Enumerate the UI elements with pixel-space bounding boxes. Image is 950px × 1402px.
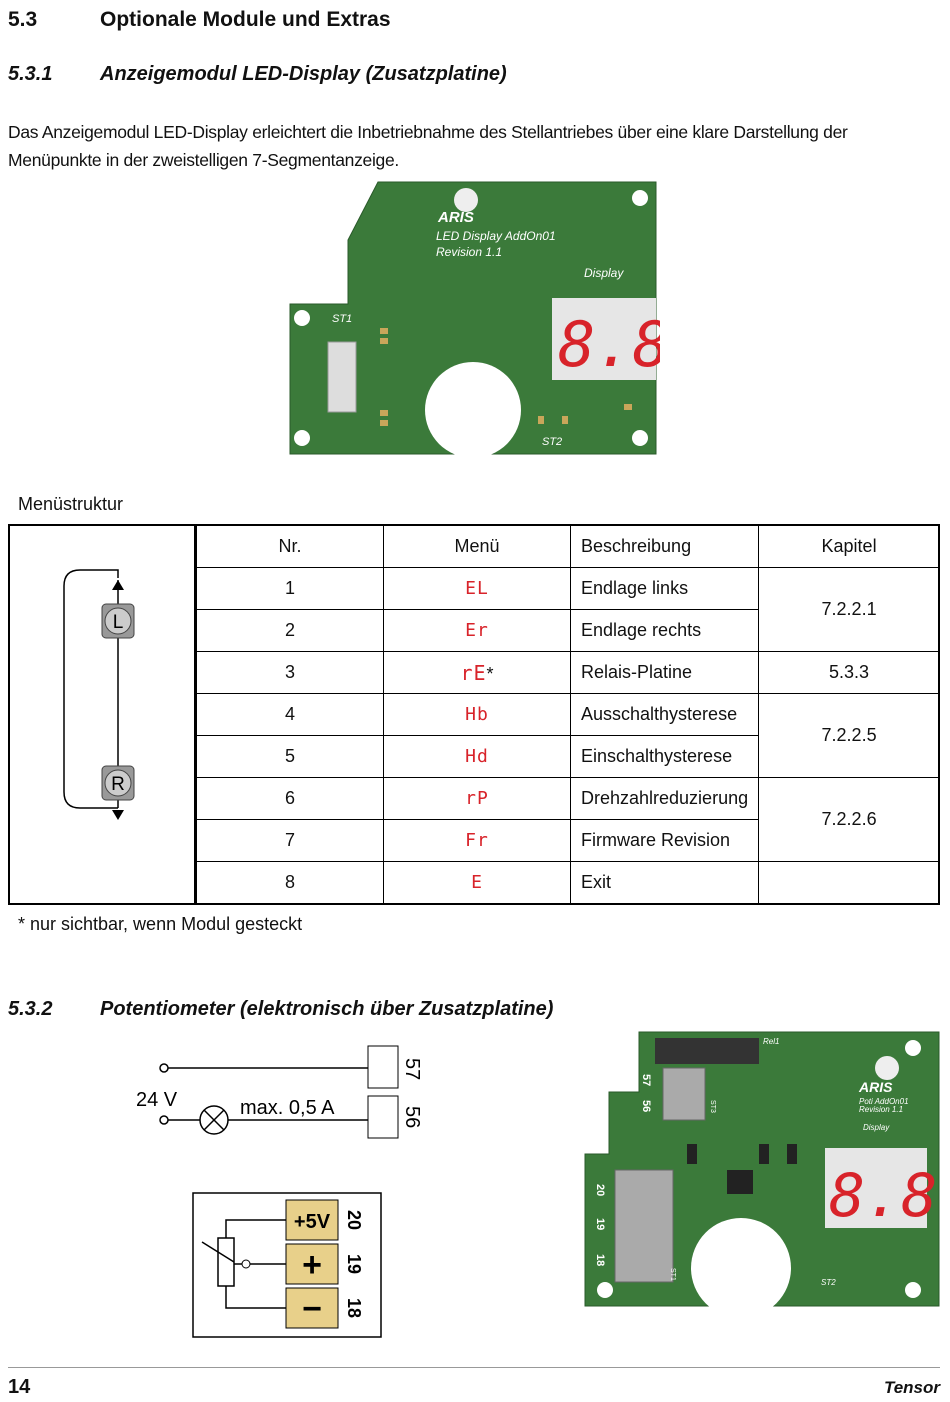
row-menu-code: Er xyxy=(383,609,571,652)
board2-t57: 57 xyxy=(640,1074,652,1086)
row-chapter: 7.2.2.6 xyxy=(758,777,940,862)
row-nr: 4 xyxy=(196,693,384,736)
row-chapter: 5.3.3 xyxy=(758,651,940,694)
table-header-row: Nr. Menü Beschreibung Kapitel xyxy=(196,525,940,568)
relay-wiring-diagram: 24 V max. 0,5 A 57 56 xyxy=(136,1045,423,1139)
row-description: Relais-Platine xyxy=(569,651,760,694)
row-menu-code: EL xyxy=(383,567,571,610)
row-description: Einschalthysterese xyxy=(569,735,760,778)
board2-st3: ST3 xyxy=(709,1100,716,1113)
button-navigation-diagram: L R xyxy=(63,569,135,820)
row-menu-code: Fr xyxy=(383,819,571,862)
board2-line2: Revision 1.1 xyxy=(859,1105,903,1114)
subsection-heading-2: 5.3.2 Potentiometer (elektronisch über Zu… xyxy=(8,998,553,1021)
terminal-plus: + xyxy=(302,1246,322,1284)
board-digits: 8.8. xyxy=(558,308,660,381)
row-description: Ausschalthysterese xyxy=(569,693,760,736)
menu-structure-caption: Menüstruktur xyxy=(18,494,124,514)
potentiometer-icon xyxy=(217,1237,235,1287)
board2-t20: 20 xyxy=(594,1184,606,1196)
row-nr: 3 xyxy=(196,651,384,694)
board-display-label: Display xyxy=(584,266,624,280)
board2-brand: ARIS xyxy=(858,1079,893,1095)
row-menu-code-cell: rE* xyxy=(383,651,571,694)
section-heading: 5.3 Optionale Module und Extras xyxy=(8,8,391,32)
table-row: 1 EL Endlage links 7.2.2.1 xyxy=(196,567,940,652)
row-menu-code: Hd xyxy=(383,735,571,778)
row-description: Exit xyxy=(569,861,760,904)
potentiometer-diagram: +5V + − 20 19 18 xyxy=(192,1192,382,1338)
subsection-title: Anzeigemodul LED-Display (Zusatzplatine) xyxy=(100,63,507,85)
row-description: Drehzahlreduzierung xyxy=(569,777,760,820)
terminal-20: 20 xyxy=(344,1210,364,1230)
subsection-title: Potentiometer (elektronisch über Zusatzp… xyxy=(100,998,554,1020)
poti-board-image: Rel1 ARIS Poti AddOn01 Revision 1.1 Disp… xyxy=(584,1031,941,1310)
table-row: 4 Hb Ausschalthysterese 7.2.2.5 xyxy=(196,693,940,778)
table-row: 7 Fr Firmware Revision xyxy=(196,819,940,862)
board2-rel: Rel1 xyxy=(763,1037,779,1046)
board-brand: ARIS xyxy=(437,209,474,226)
footnote: * nur sichtbar, wenn Modul gesteckt xyxy=(18,914,303,934)
board2-t18: 18 xyxy=(594,1254,606,1266)
row-nr: 1 xyxy=(196,567,384,610)
menu-table: Nr. Menü Beschreibung Kapitel 1 EL Endla… xyxy=(196,525,940,904)
row-nr: 6 xyxy=(196,777,384,820)
table-row: 6 rP Drehzahlreduzierung 7.2.2.6 xyxy=(196,777,940,862)
terminal-19: 19 xyxy=(344,1254,364,1274)
current-label: max. 0,5 A xyxy=(240,1097,335,1119)
row-nr: 5 xyxy=(196,735,384,778)
row-nr: 7 xyxy=(196,819,384,862)
left-button-label: L xyxy=(113,612,124,633)
section-number: 5.3 xyxy=(8,8,38,31)
right-button-label: R xyxy=(111,774,125,795)
board2-t19: 19 xyxy=(594,1218,606,1230)
table-row: 5 Hd Einschalthysterese xyxy=(196,735,940,778)
row-menu-code: Hb xyxy=(383,693,571,736)
row-description: Endlage rechts xyxy=(569,609,760,652)
terminal-56: 56 xyxy=(401,1106,423,1128)
footer-brand: Tensor xyxy=(883,1378,940,1397)
header-menu: Menü xyxy=(383,525,571,568)
board2-st1: ST1 xyxy=(669,1268,676,1281)
board-line2: Revision 1.1 xyxy=(436,245,502,259)
row-description: Firmware Revision xyxy=(569,819,760,862)
header-chapter: Kapitel xyxy=(758,525,940,568)
header-description: Beschreibung xyxy=(569,525,760,568)
table-row: 8 E Exit xyxy=(196,861,940,904)
terminal-minus: − xyxy=(302,1290,322,1328)
section-title: Optionale Module und Extras xyxy=(100,8,391,31)
page-number: 14 xyxy=(8,1376,31,1398)
led-display-board-image: ARIS LED Display AddOn01 Revision 1.1 Di… xyxy=(289,181,660,458)
subsection-number: 5.3.1 xyxy=(8,63,53,85)
row-nr: 8 xyxy=(196,861,384,904)
terminal-plus5v: +5V xyxy=(294,1211,331,1233)
terminal-18: 18 xyxy=(344,1298,364,1318)
table-row: 3 rE* Relais-Platine 5.3.3 xyxy=(196,651,940,694)
board-st2: ST2 xyxy=(542,436,562,448)
voltage-label: 24 V xyxy=(136,1089,178,1111)
subsection-heading-1: 5.3.1 Anzeigemodul LED-Display (Zusatzpla… xyxy=(8,63,507,86)
row-chapter-empty xyxy=(758,861,940,904)
board2-t56: 56 xyxy=(640,1100,652,1112)
board2-st2: ST2 xyxy=(821,1278,836,1287)
intro-paragraph: Das Anzeigemodul LED-Display erleichtert… xyxy=(8,122,848,170)
row-menu-code: rP xyxy=(383,777,571,820)
header-nr: Nr. xyxy=(196,525,384,568)
row-chapter: 7.2.2.1 xyxy=(758,567,940,652)
board2-digits: 8.8. xyxy=(829,1161,941,1231)
footer-divider xyxy=(8,1367,940,1368)
board2-line1: Poti AddOn01 xyxy=(859,1097,909,1106)
terminal-57: 57 xyxy=(401,1058,423,1080)
footnote-marker: * xyxy=(486,663,494,684)
button-diagram-cell: L R xyxy=(8,524,196,905)
board2-display-label: Display xyxy=(863,1123,890,1132)
row-chapter: 7.2.2.5 xyxy=(758,693,940,778)
board-line1: LED Display AddOn01 xyxy=(436,229,556,243)
subsection-number: 5.3.2 xyxy=(8,998,53,1020)
board-st1: ST1 xyxy=(332,313,352,325)
row-nr: 2 xyxy=(196,609,384,652)
row-menu-code: rE xyxy=(460,660,487,685)
row-description: Endlage links xyxy=(569,567,760,610)
row-menu-code: E xyxy=(383,861,571,904)
